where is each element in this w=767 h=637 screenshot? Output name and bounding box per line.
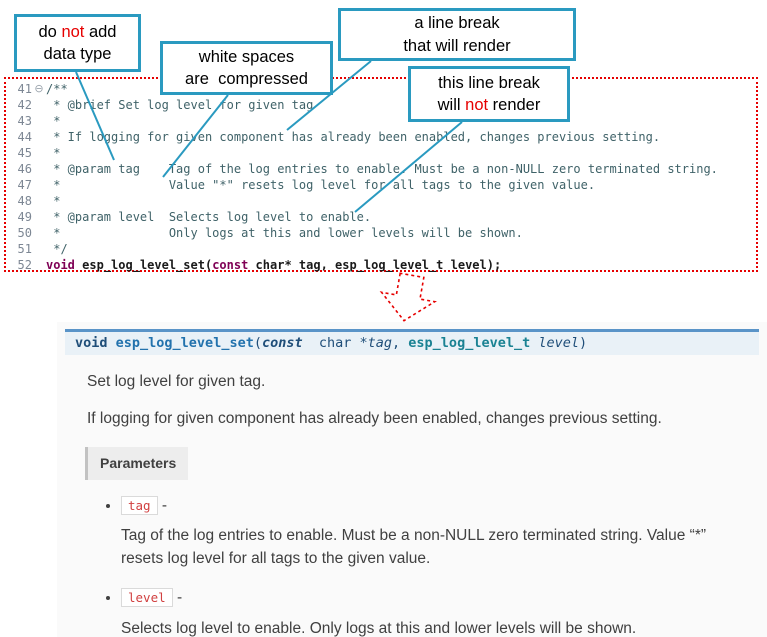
code-line: 46 * @param tag Tag of the log entries t… <box>6 161 756 177</box>
code-line: 50 * Only logs at this and lower levels … <box>6 225 756 241</box>
sig-keyword-const: const <box>261 335 303 351</box>
code-text: * <box>46 194 61 208</box>
sig-function-name: esp_log_level_set <box>115 335 254 351</box>
parameter-list: tag - Tag of the log entries to enable. … <box>87 494 747 637</box>
callout-text: this line break <box>438 73 540 92</box>
fold-spacer <box>32 225 46 241</box>
code-line: 42 * @brief Set log level for given tag <box>6 97 756 113</box>
line-number: 52 <box>17 258 32 272</box>
callout-text: do not add <box>38 22 117 41</box>
callout-text: will not render <box>437 96 541 114</box>
code-text: * If logging for given component has alr… <box>46 130 661 144</box>
code-line: 48 * <box>6 193 756 209</box>
code-line: 51 */ <box>6 241 756 257</box>
callout-whitespace-compressed: white spaces are compressed <box>160 41 333 95</box>
code-line-function-declaration: 52 void esp_log_level_set(const char* ta… <box>6 257 756 273</box>
param-code-tag: tag <box>121 495 158 515</box>
fold-spacer <box>32 177 46 193</box>
sig-type-esp-log-level-t: esp_log_level_t <box>408 335 539 351</box>
fold-spacer <box>32 113 46 129</box>
callout-text: data type <box>43 45 112 63</box>
code-text: * Only logs at this and lower levels wil… <box>46 226 523 240</box>
line-number: 50 <box>17 226 32 240</box>
code-text: * <box>46 146 61 160</box>
renders-to-arrow <box>379 272 437 322</box>
code-text: /** <box>46 82 68 96</box>
parameter-item-tag: tag - Tag of the log entries to enable. … <box>121 494 747 571</box>
code-text: */ <box>46 242 68 256</box>
line-number: 49 <box>17 210 32 224</box>
callout-line-break-renders: a line break that will render <box>338 8 576 61</box>
keyword-const: const <box>212 258 249 272</box>
code-editor: 41 ⊖ /** 42 * @brief Set log level for g… <box>4 77 758 272</box>
code-line: 45 * <box>6 145 756 161</box>
parameters-header: Parameters <box>85 446 189 480</box>
parameter-item-level: level - Selects log level to enable. Onl… <box>121 586 747 637</box>
fold-collapse-icon: ⊖ <box>34 82 44 95</box>
fold-spacer <box>32 161 46 177</box>
sig-param-tag: tag <box>367 335 393 351</box>
line-number: 48 <box>17 194 32 208</box>
sig-keyword-void: void <box>75 335 108 351</box>
code-line: 47 * Value "*" resets log level for all … <box>6 177 756 193</box>
code-text: * @param level Selects log level to enab… <box>46 210 372 224</box>
code-line: 41 ⊖ /** <box>6 81 756 97</box>
line-number: 44 <box>17 130 32 144</box>
rendered-doc-panel: void esp_log_level_set(const char *tag, … <box>57 322 767 637</box>
callout-text: white spaces <box>198 47 295 66</box>
line-number: 47 <box>17 178 32 192</box>
function-name: esp_log_level_set <box>82 258 205 272</box>
param-description: Selects log level to enable. Only logs a… <box>121 619 637 637</box>
code-text: * <box>46 114 61 128</box>
doc-body: Set log level for given tag. If logging … <box>85 370 747 637</box>
fold-spacer <box>32 97 46 113</box>
callout-no-datatype: do not add data type <box>14 14 141 72</box>
line-number: 42 <box>17 98 32 112</box>
callout-text: are compressed <box>185 70 308 88</box>
code-line: 43 * <box>6 113 756 129</box>
fold-spacer <box>32 129 46 145</box>
doc-brief: Set log level for given tag. <box>87 373 266 390</box>
fold-spacer <box>32 241 46 257</box>
fold-spacer <box>32 257 46 273</box>
callout-text: that will render <box>403 36 511 55</box>
keyword-void: void <box>46 258 75 272</box>
code-text: * Value "*" resets log level for all tag… <box>46 178 596 192</box>
line-number: 51 <box>17 242 32 256</box>
code-line: 44 * If logging for given component has … <box>6 129 756 145</box>
code-text: * @param tag Tag of the log entries to e… <box>46 162 718 176</box>
line-number: 46 <box>17 162 32 176</box>
line-number: 41 <box>17 82 32 96</box>
callout-line-break-not-render: this line break will not render <box>408 66 570 122</box>
code-text: void esp_log_level_set(const char* tag, … <box>46 258 502 272</box>
function-signature: void esp_log_level_set(const char *tag, … <box>65 329 759 355</box>
param-description: Tag of the log entries to enable. Must b… <box>121 526 707 567</box>
line-number: 45 <box>17 146 32 160</box>
code-text: * @brief Set log level for given tag <box>46 98 314 112</box>
fold-spacer <box>32 193 46 209</box>
param-code-level: level <box>121 588 173 608</box>
line-number: 43 <box>17 114 32 128</box>
doc-paragraph: If logging for given component has alrea… <box>87 410 662 428</box>
code-line: 49 * @param level Selects log level to e… <box>6 209 756 225</box>
sig-param-level: level <box>538 335 579 351</box>
fold-spacer <box>32 209 46 225</box>
fold-spacer <box>32 145 46 161</box>
callout-text: a line break <box>414 14 500 33</box>
